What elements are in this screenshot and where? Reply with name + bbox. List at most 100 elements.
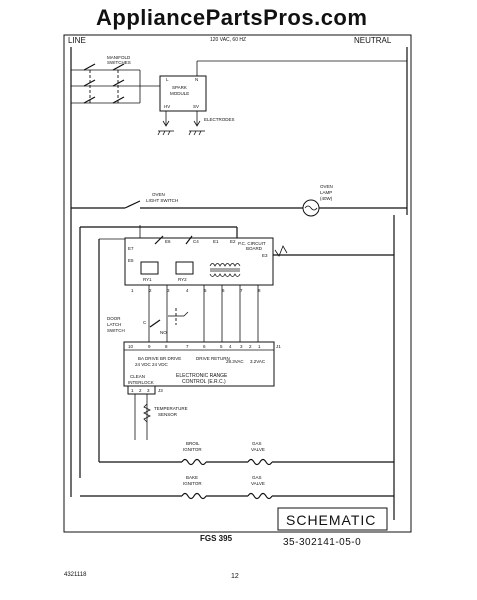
ground-symbol-1 [157, 130, 174, 136]
temperature-sensor [143, 403, 151, 423]
clean-interlock-1: CLEAN [130, 374, 145, 379]
spark-module [159, 75, 207, 112]
spark-module-sv: SV [193, 104, 199, 109]
broil-ignitor-label-2: IGNITOR [183, 447, 202, 452]
relay-ry2-label: RY2 [178, 277, 187, 282]
broil-ignitor [181, 458, 207, 466]
svg-text:1: 1 [131, 288, 134, 293]
manifold-switch-bank [71, 63, 160, 104]
pcb-terminal-e7: E7 [128, 246, 134, 251]
svg-text:3: 3 [167, 288, 170, 293]
clean-interlock-2: INTERLOCK [128, 380, 154, 385]
schematic-title: SCHEMATIC [286, 512, 376, 528]
oven-light-switch [124, 200, 141, 209]
broil-gas-valve [247, 458, 273, 466]
manifold-switches-label-2: SWITCHES [107, 60, 131, 65]
neutral-label: NEUTRAL [354, 36, 392, 45]
svg-text:7: 7 [186, 344, 189, 349]
watermark-text: AppliancePartsPros.com [96, 5, 367, 30]
spark-module-l: L [166, 77, 169, 82]
erc-vdc: 24 VDC 24 VDC [135, 362, 169, 367]
spark-module-hv: HV [164, 104, 170, 109]
svg-text:4: 4 [229, 344, 232, 349]
bake-valve-label-1: GAS [252, 475, 262, 480]
pcb-terminal-e1: E1 [213, 239, 219, 244]
broil-ignitor-label-1: BROIL [186, 441, 200, 446]
relay-ry1-label: RY1 [143, 277, 152, 282]
erc-pin-row: 10 9 8 7 6 5 4 3 2 1 J1 [128, 344, 281, 349]
erc-ba-drive: BA DRIVE [138, 356, 159, 361]
svg-text:6: 6 [203, 344, 206, 349]
erc-28vac: 28.3VAC [226, 359, 244, 364]
pcb-terminal-e2: E2 [230, 239, 236, 244]
svg-text:2: 2 [139, 388, 142, 393]
oven-lamp-label-3: (40W) [320, 196, 333, 201]
line-label: LINE [68, 36, 86, 45]
door-latch-label-1: DOOR [107, 316, 121, 321]
svg-text:4: 4 [186, 288, 189, 293]
svg-text:5: 5 [204, 288, 207, 293]
relay-ry2 [175, 261, 194, 275]
svg-text:2: 2 [149, 288, 152, 293]
voltage-label: 120 VAC, 60 HZ [210, 37, 246, 43]
oven-light-switch-label-1: OVEN [152, 192, 165, 197]
relay-ry1 [140, 261, 159, 275]
svg-text:3: 3 [240, 344, 243, 349]
svg-text:J3: J3 [158, 388, 163, 393]
erc-title-2: CONTROL (E.R.C.) [182, 379, 226, 385]
bake-ignitor-label-2: IGNITOR [183, 481, 202, 486]
svg-text:8: 8 [258, 288, 261, 293]
ground-symbol-2 [188, 130, 205, 136]
contact-c-label: C [143, 320, 147, 325]
door-latch-label-2: LATCH [107, 322, 121, 327]
erc-drive-return: DRIVE RETURN [196, 356, 230, 361]
spark-module-label-1: SPARK [172, 85, 187, 90]
spark-module-label-2: MODULE [170, 91, 189, 96]
pcb-terminal-c4: C4 [193, 239, 199, 244]
erc-3vac: 3.2VAC [250, 359, 266, 364]
pc-board-label-1: P.C. CIRCUIT [238, 241, 266, 246]
svg-text:1: 1 [258, 344, 261, 349]
pcb-bottom-terminals: 1 2 3 4 5 6 7 8 [131, 288, 261, 293]
svg-text:3: 3 [147, 388, 150, 393]
svg-text:9: 9 [148, 344, 151, 349]
door-latch-switch [149, 319, 161, 328]
pcb-terminal-e6: E6 [165, 239, 171, 244]
temp-sensor-label-2: SENSOR [158, 412, 178, 417]
title-block [277, 507, 388, 531]
j3-connector [127, 385, 156, 395]
svg-text:1: 1 [131, 388, 134, 393]
bake-ignitor [181, 492, 207, 500]
contact-no-label: NO [160, 330, 167, 335]
svg-text:6: 6 [222, 288, 225, 293]
pcb-transformer [209, 263, 241, 277]
manifold-switches-label-1: MANIFOLD [107, 55, 131, 60]
electronic-range-control [123, 341, 275, 387]
pcb-terminal-e5: E5 [128, 258, 134, 263]
svg-text:J1: J1 [276, 344, 281, 349]
bake-gas-valve [247, 492, 273, 500]
broil-valve-label-1: GAS [252, 441, 262, 446]
oven-light-switch-label-2: LIGHT SWITCH [146, 198, 178, 203]
model-number: FGS 395 [200, 534, 233, 543]
part-number: 35-302141-05-0 [283, 537, 361, 548]
electrodes-label: ELECTRODES [204, 117, 235, 122]
oven-lamp-label-1: OVEN [320, 184, 333, 189]
temp-sensor-label-1: TEMPERATURE [154, 406, 188, 411]
bake-valve-label-2: VALVE [251, 481, 265, 486]
door-latch-label-3: SWITCH [107, 328, 125, 333]
svg-text:7: 7 [240, 288, 243, 293]
erc-br-drive: BR DRIVE [160, 356, 181, 361]
svg-text:2: 2 [249, 344, 252, 349]
svg-text:5: 5 [220, 344, 223, 349]
doc-code: 4321118 [64, 572, 87, 578]
pc-circuit-board [124, 237, 274, 286]
erc-title-1: ELECTRONIC RANGE [176, 373, 228, 379]
svg-text:10: 10 [128, 344, 134, 349]
svg-text:8: 8 [165, 344, 168, 349]
oven-lamp-label-2: LAMP [320, 190, 332, 195]
bake-ignitor-label-1: BAKE [186, 475, 198, 480]
pcb-terminal-e3: E3 [262, 253, 268, 258]
page-number: 12 [231, 573, 239, 580]
